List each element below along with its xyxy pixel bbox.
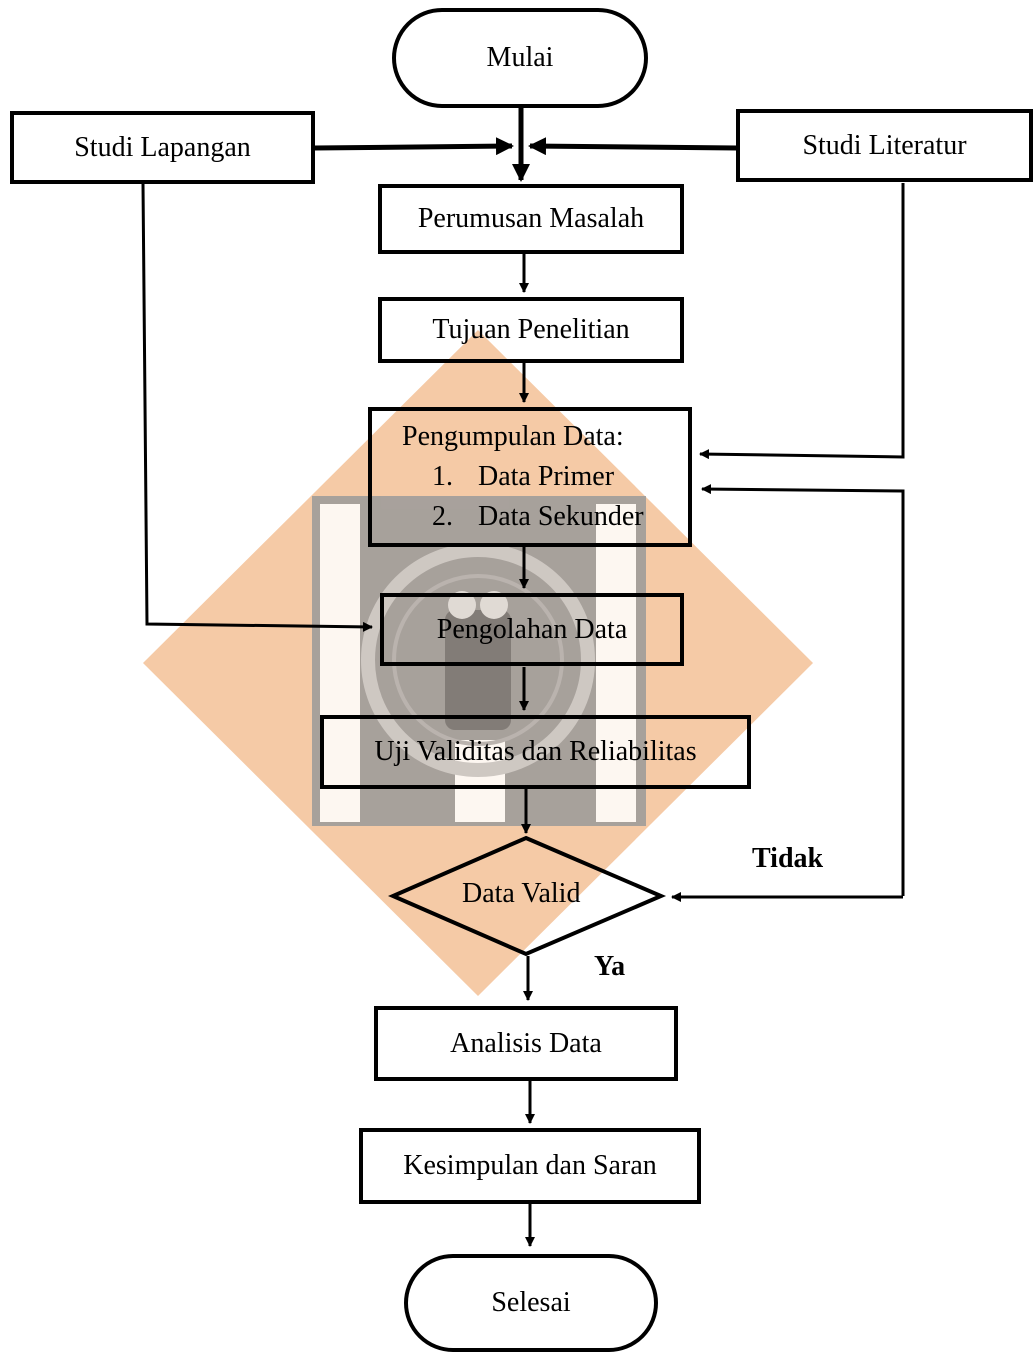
data-collection-box: Pengumpulan Data: 1. Data Primer 2. Data S… <box>368 407 692 547</box>
research-objective-box: Tujuan Penelitian <box>378 297 684 363</box>
data-analysis-box: Analisis Data <box>374 1006 678 1081</box>
conclusion-label: Kesimpulan dan Saran <box>403 1150 657 1181</box>
problem-formulation-box: Perumusan Masalah <box>378 184 684 254</box>
data-collection-item-number: 1. <box>432 461 453 492</box>
conclusion-box: Kesimpulan dan Saran <box>359 1128 701 1204</box>
data-collection-item-text: Data Primer <box>478 461 615 492</box>
problem-formulation-label: Perumusan Masalah <box>417 203 645 234</box>
data-processing-box: Pengolahan Data <box>380 593 684 666</box>
data-collection-title: Pengumpulan Data: <box>402 421 624 452</box>
decision-label: Data Valid <box>462 878 581 909</box>
arrow-decision-no-loop <box>701 484 905 896</box>
branch-yes-label: Ya <box>594 951 626 982</box>
research-objective-label: Tujuan Penelitian <box>432 314 630 345</box>
data-collection-item-number: 2. <box>432 501 453 532</box>
literature-study-label: Studi Literatur <box>802 129 967 161</box>
arrow-field-to-processing <box>141 183 373 632</box>
watermark-emblem <box>312 496 646 826</box>
field-study-box: Studi Lapangan <box>10 111 315 184</box>
validity-test-label: Uji Validitas dan Reliabilitas <box>374 736 697 767</box>
arrow-field-to-center <box>313 137 514 156</box>
end-terminal: Selesai <box>404 1254 658 1352</box>
end-label: Selesai <box>491 1287 571 1318</box>
data-collection-item-text: Data Sekunder <box>478 501 644 532</box>
start-label: Mulai <box>486 42 554 73</box>
field-study-label: Studi Lapangan <box>74 131 251 163</box>
data-collection-item: 1. Data Primer <box>402 457 614 497</box>
arrow-literature-to-collection <box>699 183 905 460</box>
data-processing-label: Pengolahan Data <box>436 613 628 645</box>
data-analysis-label: Analisis Data <box>450 1027 602 1059</box>
data-collection-item: 2. Data Sekunder <box>402 497 644 537</box>
literature-study-box: Studi Literatur <box>736 109 1033 182</box>
decision-diamond <box>387 835 667 957</box>
branch-no-label: Tidak <box>752 843 824 874</box>
start-terminal: Mulai <box>392 8 648 108</box>
validity-test-box: Uji Validitas dan Reliabilitas <box>320 715 751 789</box>
arrow-literature-to-center <box>528 137 738 156</box>
